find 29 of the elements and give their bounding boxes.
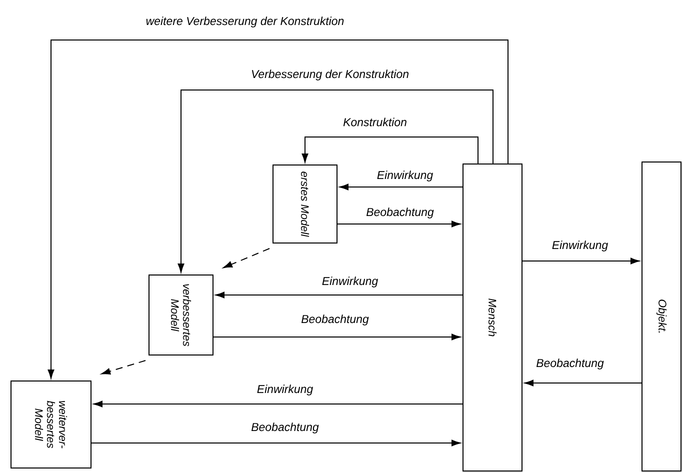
arrow (522, 258, 640, 264)
edge-label: Einwirkung (550, 240, 610, 252)
arrow (93, 400, 463, 408)
object-box: Objekt. (642, 162, 682, 472)
arrow (91, 440, 461, 446)
edge-label: Konstruktion (342, 116, 408, 128)
edge-label: Einwirkung (320, 276, 380, 288)
arrow (524, 380, 642, 386)
arrow (48, 40, 508, 379)
arrow (215, 292, 463, 298)
person-box: Mensch (462, 164, 522, 472)
edge-label: Einwirkung (256, 384, 314, 396)
model-box: verbessertes Modell (148, 274, 214, 356)
edge-label: Beobachtung (300, 314, 370, 326)
edge-label: Verbesserung der Konstruktion (250, 68, 410, 82)
arrow (213, 334, 461, 340)
model-box: weiterver-bessertes Modell (10, 380, 92, 468)
arrow (178, 90, 494, 273)
arrow (337, 220, 461, 228)
model-box: erstes Modell (272, 164, 338, 244)
edge-label: weitere Verbesserung der Konstruktion (144, 16, 346, 28)
edge-label: Einwirkung (376, 170, 434, 182)
edge-label: Beobachtung (365, 206, 435, 220)
arrow (223, 248, 270, 268)
arrow (101, 360, 146, 375)
edge-label: Beobachtung (250, 422, 320, 434)
edge-label: Beobachtung (535, 358, 605, 370)
arrow (302, 136, 478, 164)
arrow (339, 184, 463, 190)
